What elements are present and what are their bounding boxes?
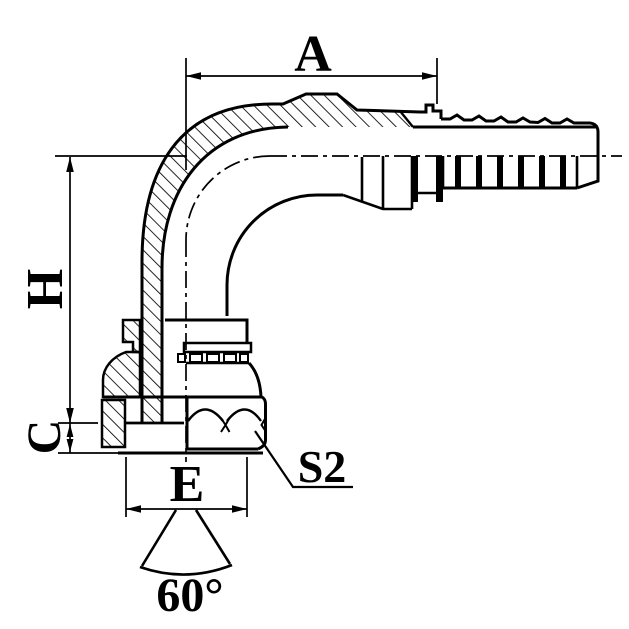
cone-angle-arc <box>139 563 233 576</box>
tail-right-edge <box>576 132 600 190</box>
dimension-a <box>185 58 438 170</box>
arrow-right <box>232 505 247 513</box>
hose-tail <box>342 113 600 211</box>
section-boundary <box>399 110 414 128</box>
cone-left-line <box>140 509 178 567</box>
hex-face-arc-right <box>226 408 262 422</box>
socket-bell-section <box>342 156 436 211</box>
bend-centerline-arc <box>185 155 271 241</box>
socket-section-left <box>100 318 142 449</box>
arrow-top <box>66 157 74 172</box>
thread-crests <box>177 353 249 363</box>
hex-size-callout <box>254 430 353 489</box>
stem-wall-hatch <box>142 322 162 422</box>
hex-face-arc-left <box>187 408 224 422</box>
arrow-bottom <box>66 408 74 423</box>
elbow-body <box>140 92 443 322</box>
elbow-inner-contour <box>160 125 289 322</box>
dimension-a-label: A <box>294 26 332 83</box>
cone-angle-callout <box>139 509 233 576</box>
arrow-left <box>126 505 141 513</box>
dimension-e-label: E <box>170 456 205 513</box>
tube-stem-section <box>140 322 164 423</box>
centerlines <box>185 155 622 462</box>
arrow-bottom <box>66 439 74 452</box>
washer-flange <box>182 341 253 354</box>
serrated-top-edge <box>441 113 600 133</box>
cone-angle-label: 60° <box>156 569 223 622</box>
swivel-nut <box>100 318 267 455</box>
barb-grooves <box>455 156 566 188</box>
dimension-h-label: H <box>17 269 74 309</box>
leader-line <box>254 430 353 489</box>
hex-right-edge <box>257 395 267 451</box>
hex-nut <box>103 395 267 455</box>
arrow-left <box>186 72 201 80</box>
dimension-e <box>125 457 248 517</box>
bell-slope <box>342 193 412 211</box>
dimension-c-label: C <box>18 420 71 455</box>
dimension-h <box>55 155 187 424</box>
nut-collar-curve <box>247 361 263 398</box>
arrow-top <box>66 424 74 437</box>
elbow-outer-contour <box>140 92 443 322</box>
cone-right-line <box>194 509 232 565</box>
crimp-tabs <box>412 156 443 202</box>
hex-corner-notch <box>220 417 267 433</box>
hex-size-label: S2 <box>298 441 347 492</box>
collar-exterior <box>165 318 263 398</box>
dimension-c <box>58 423 120 454</box>
arrow-right <box>422 72 437 80</box>
bore-inner-curve <box>225 193 343 316</box>
